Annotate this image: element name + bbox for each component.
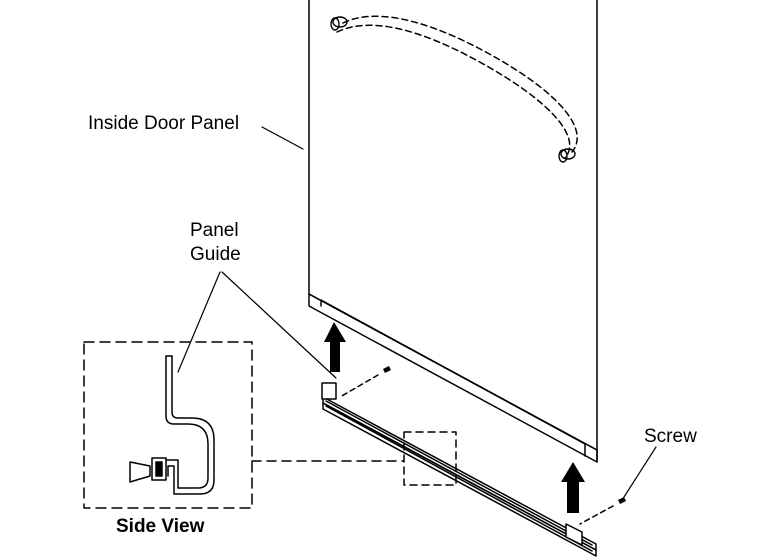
- inside-door-panel: [308, 0, 598, 463]
- panel-guide-rail: [321, 382, 597, 557]
- label-inside-door-panel: Inside Door Panel: [88, 113, 239, 134]
- door-handle: [330, 15, 578, 163]
- detail-callout-box: [403, 431, 457, 486]
- lift-arrow-right: [561, 462, 585, 513]
- label-side-view: Side View: [116, 516, 205, 537]
- lift-arrow-left: [324, 322, 346, 372]
- label-panel-guide-line1: Panel: [190, 220, 239, 241]
- side-view-box: [83, 341, 253, 509]
- side-view-detail: [129, 355, 215, 495]
- label-screw: Screw: [644, 426, 697, 447]
- screw-right-icon: [579, 497, 626, 525]
- screw-left-icon: [339, 366, 391, 398]
- label-panel-guide-line2: Guide: [190, 244, 241, 265]
